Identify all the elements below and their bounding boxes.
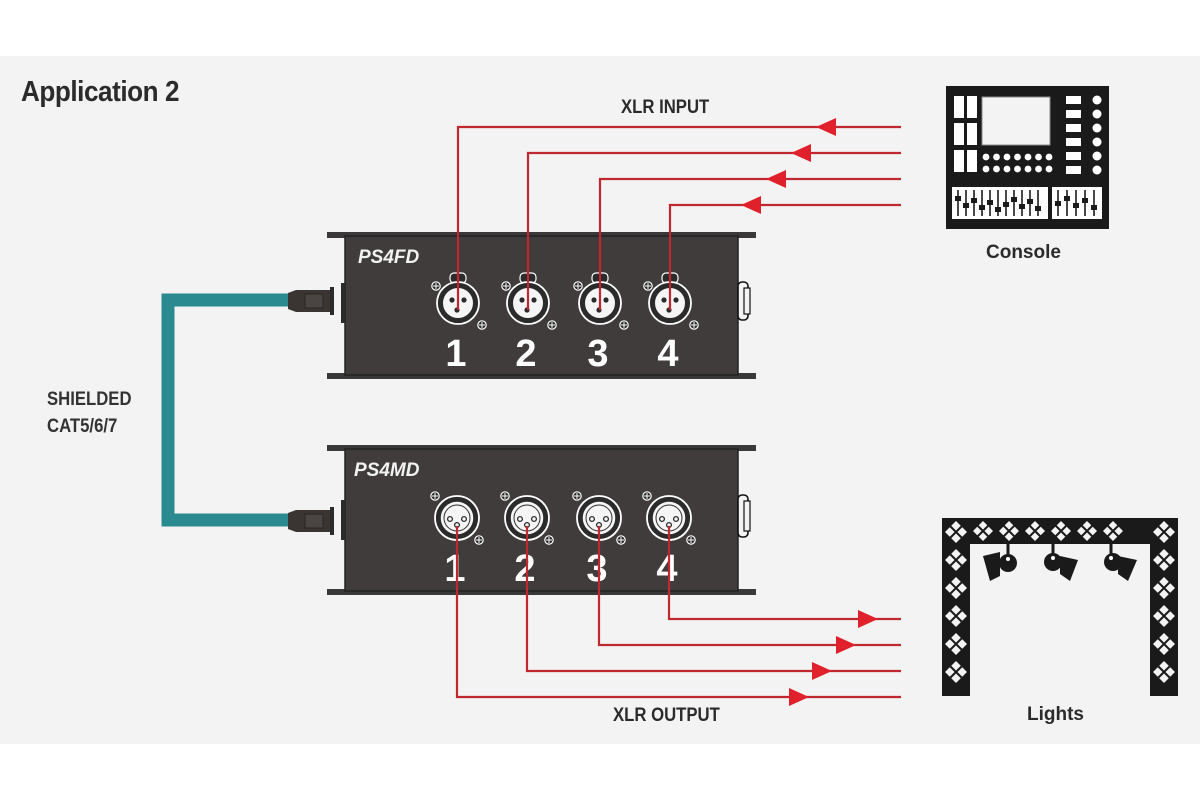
spotlight-icon [983,544,1017,581]
box-end-left [341,283,346,323]
screw-icon [644,282,652,290]
xlr-input-label: XLR INPUT [621,97,709,119]
console-label: Console [986,242,1061,263]
screw-icon [687,536,695,544]
ethercon-jack-icon [738,282,750,320]
spotlight-icon [1104,544,1137,581]
mixing-console-icon [946,86,1109,229]
arrow-right-icon [789,688,809,706]
port-number: 1 [445,333,466,375]
screw-icon [548,321,556,329]
port-number: 4 [657,333,678,375]
box-name: PS4FD [358,247,420,268]
spotlight-icon [1044,544,1078,581]
arrow-right-icon [836,636,856,654]
screw-icon [475,536,483,544]
port-number: 4 [656,548,677,590]
port-number: 1 [444,548,465,590]
screw-icon [431,492,439,500]
screw-icon [620,321,628,329]
screw-icon [573,492,581,500]
screw-icon [432,282,440,290]
screw-icon [478,321,486,329]
box-name: PS4MD [354,460,420,481]
port-number: 3 [587,333,608,375]
rj45-plug-icon [288,507,340,535]
screw-icon [690,321,698,329]
ethercon-jack-icon [738,495,750,537]
box-ps4md: PS4MD 1 2 3 4 [288,445,756,595]
lighting-truss-icon [942,518,1178,696]
screw-icon [643,492,651,500]
arrow-right-icon [858,610,878,628]
lights-label: Lights [1027,704,1084,725]
rj45-plug-icon [288,287,340,315]
cable-label-line1: SHIELDED [47,386,132,413]
screw-icon [502,282,510,290]
cable-label-line2: CAT5/6/7 [47,413,132,440]
port-number: 3 [586,548,607,590]
arrow-left-icon [766,170,786,188]
arrow-left-icon [741,196,761,214]
screw-icon [574,282,582,290]
cat-cable [168,300,290,520]
box-ps4fd: PS4FD 1 2 3 4 [288,232,756,379]
cable-label: SHIELDED CAT5/6/7 [47,386,132,440]
screw-icon [501,492,509,500]
arrow-left-icon [816,118,836,136]
arrow-right-icon [812,662,832,680]
port-number: 2 [515,333,536,375]
screw-icon [617,536,625,544]
xlr-output-label: XLR OUTPUT [613,705,720,727]
port-number: 2 [514,548,535,590]
screw-icon [545,536,553,544]
box-end-left [341,500,346,540]
arrow-left-icon [791,144,811,162]
